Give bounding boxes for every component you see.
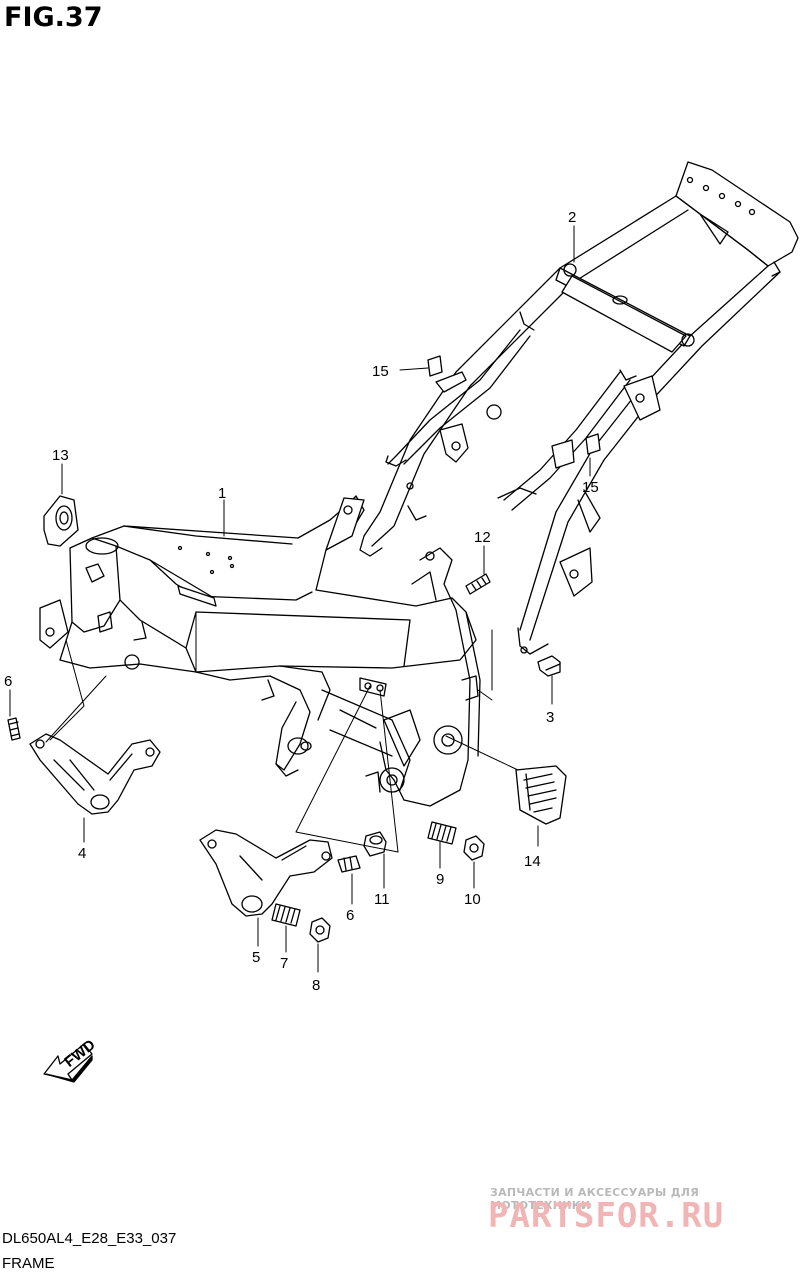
- main-frame-drawing: [39, 495, 481, 807]
- watermark-subtitle: ЗАПЧАСТИ И АКСЕССУАРЫ ДЛЯ МОТОТЕХНИКИ: [490, 1186, 700, 1212]
- fwd-label: FWD: [61, 1036, 99, 1071]
- hardware-drawing: [7, 355, 601, 943]
- callout-3: 3: [546, 709, 554, 726]
- part-14-drawing: [515, 765, 567, 825]
- fwd-arrow-icon: FWD: [43, 1036, 99, 1083]
- callout-15-upper: 15: [372, 363, 389, 380]
- section-name: FRAME: [2, 1255, 55, 1272]
- callout-6-lower: 6: [346, 907, 354, 924]
- callout-12: 12: [474, 529, 491, 546]
- callout-15-lower: 15: [582, 479, 599, 496]
- callout-13: 13: [52, 447, 69, 464]
- part-13-drawing: [43, 495, 79, 547]
- callout-14: 14: [524, 853, 541, 870]
- callout-2: 2: [568, 209, 576, 226]
- callout-9: 9: [436, 871, 444, 888]
- callout-6-left: 6: [4, 673, 12, 690]
- rear-subframe-drawing: [359, 161, 799, 655]
- callout-numbers: 1 2 3 4 5 6 6 7 8 9 10 11 12 13 14 15 15: [4, 209, 599, 994]
- callout-8: 8: [312, 977, 320, 994]
- callout-1: 1: [218, 485, 226, 502]
- diagram-code: DL650AL4_E28_E33_037: [2, 1230, 177, 1247]
- callout-7: 7: [280, 955, 288, 972]
- watermark-logo: PARTSFOR.RU: [488, 1196, 725, 1236]
- engine-hanger-4-drawing: [29, 733, 161, 815]
- callout-11: 11: [374, 891, 390, 908]
- figure-title: FIG.37: [4, 2, 103, 33]
- callout-10: 10: [464, 891, 481, 908]
- callout-5: 5: [252, 949, 260, 966]
- callout-4: 4: [78, 845, 86, 862]
- leader-lines: [9, 225, 591, 973]
- frame-exploded-diagram: FWD 1 2 3 4 5 6 6 7 8 9 10 11 12 13 14 1…: [4, 161, 799, 1083]
- engine-hanger-5-drawing: [199, 829, 333, 917]
